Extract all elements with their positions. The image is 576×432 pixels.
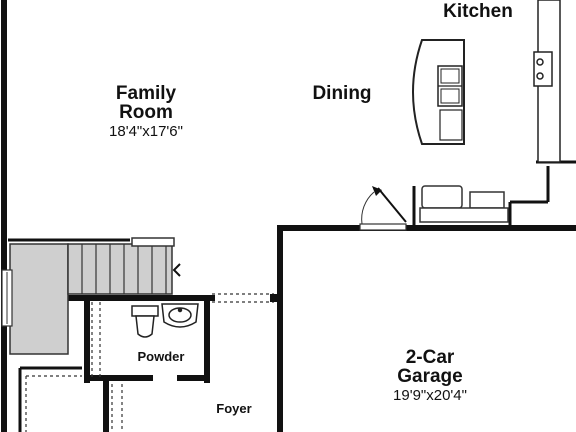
post xyxy=(270,294,278,302)
family-room-name-line2: Room xyxy=(119,102,173,124)
garage-dimensions: 19'9"x20'4" xyxy=(393,386,467,404)
room-label-dining: Dining xyxy=(300,83,384,104)
stair-rail xyxy=(131,237,175,247)
powder-name: Powder xyxy=(137,349,185,364)
family-room-name-line1: Family xyxy=(115,83,177,104)
garage-entry-door xyxy=(359,186,407,231)
room-label-powder: Powder xyxy=(126,349,196,364)
stair-run xyxy=(67,243,173,295)
stair-direction-arrow xyxy=(172,263,181,277)
staircase xyxy=(1,237,181,355)
toilet-icon xyxy=(135,315,155,338)
bench-base xyxy=(419,207,509,223)
stair-treads xyxy=(81,244,167,294)
room-label-kitchen: Kitchen xyxy=(436,1,520,22)
toilet-tank xyxy=(131,305,159,317)
room-label-family-room: Family Room 18'4"x17'6" xyxy=(86,84,206,139)
garage-name-line2: Garage xyxy=(397,366,463,388)
dining-name: Dining xyxy=(312,83,372,104)
bench-cubby xyxy=(469,191,505,209)
kitchen-name: Kitchen xyxy=(443,1,513,22)
mudroom-bench xyxy=(419,185,509,223)
foyer-name: Foyer xyxy=(216,401,252,416)
stair-landing xyxy=(9,243,69,355)
room-label-garage: 2-Car Garage 19'9"x20'4" xyxy=(370,348,490,403)
range-icon xyxy=(533,51,553,87)
family-room-dimensions: 18'4"x17'6" xyxy=(109,122,183,140)
dishwasher-icon xyxy=(439,109,463,141)
garage-name-line1: 2-Car xyxy=(405,347,455,368)
bench-seat xyxy=(421,185,463,209)
kitchen-wall-counter xyxy=(533,0,561,163)
room-label-foyer: Foyer xyxy=(204,401,264,416)
kitchen-island xyxy=(412,39,465,145)
powder-fixtures xyxy=(131,303,199,338)
